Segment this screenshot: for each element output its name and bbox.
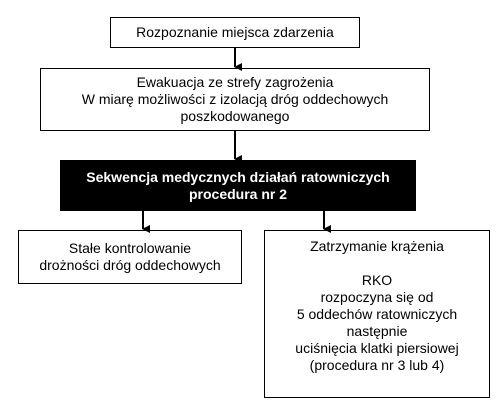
node-cardiac-line: 5 oddechów ratowniczych — [296, 306, 458, 322]
node-airway: Stałe kontrolowanie drożności dróg oddec… — [18, 230, 242, 284]
node-sequence: Sekwencja medycznych działań ratowniczyc… — [60, 160, 416, 211]
node-evacuation: Ewakuacja ze strefy zagrożenia W miarę m… — [40, 68, 430, 131]
node-evacuation-line: Ewakuacja ze strefy zagrożenia — [136, 74, 334, 90]
node-cardiac: Zatrzymanie krążenia RKO rozpoczyna się … — [264, 230, 490, 398]
node-cardiac-line: RKO — [361, 272, 393, 288]
node-cardiac-line: uciśnięcia klatki piersiowej — [295, 340, 459, 356]
node-airway-line: Stałe kontrolowanie — [68, 240, 192, 256]
node-evacuation-line: poszkodowanego — [180, 108, 290, 124]
node-sequence-line: procedura nr 2 — [188, 185, 288, 202]
node-cardiac-line: rozpoczyna się od — [320, 289, 434, 305]
node-sequence-line: Sekwencja medycznych działań ratowniczyc… — [86, 168, 390, 185]
node-recognition: Rozpoznanie miejsca zdarzenia — [110, 17, 360, 48]
node-airway-line: drożności dróg oddechowych — [39, 257, 221, 273]
node-recognition-line: Rozpoznanie miejsca zdarzenia — [136, 24, 334, 40]
node-evacuation-line: W miarę możliwości z izolacją dróg oddec… — [81, 91, 389, 107]
node-cardiac-line: następnie — [346, 323, 408, 339]
node-cardiac-line: (procedura nr 3 lub 4) — [309, 357, 445, 373]
node-cardiac-line: Zatrzymanie krążenia — [310, 238, 444, 254]
